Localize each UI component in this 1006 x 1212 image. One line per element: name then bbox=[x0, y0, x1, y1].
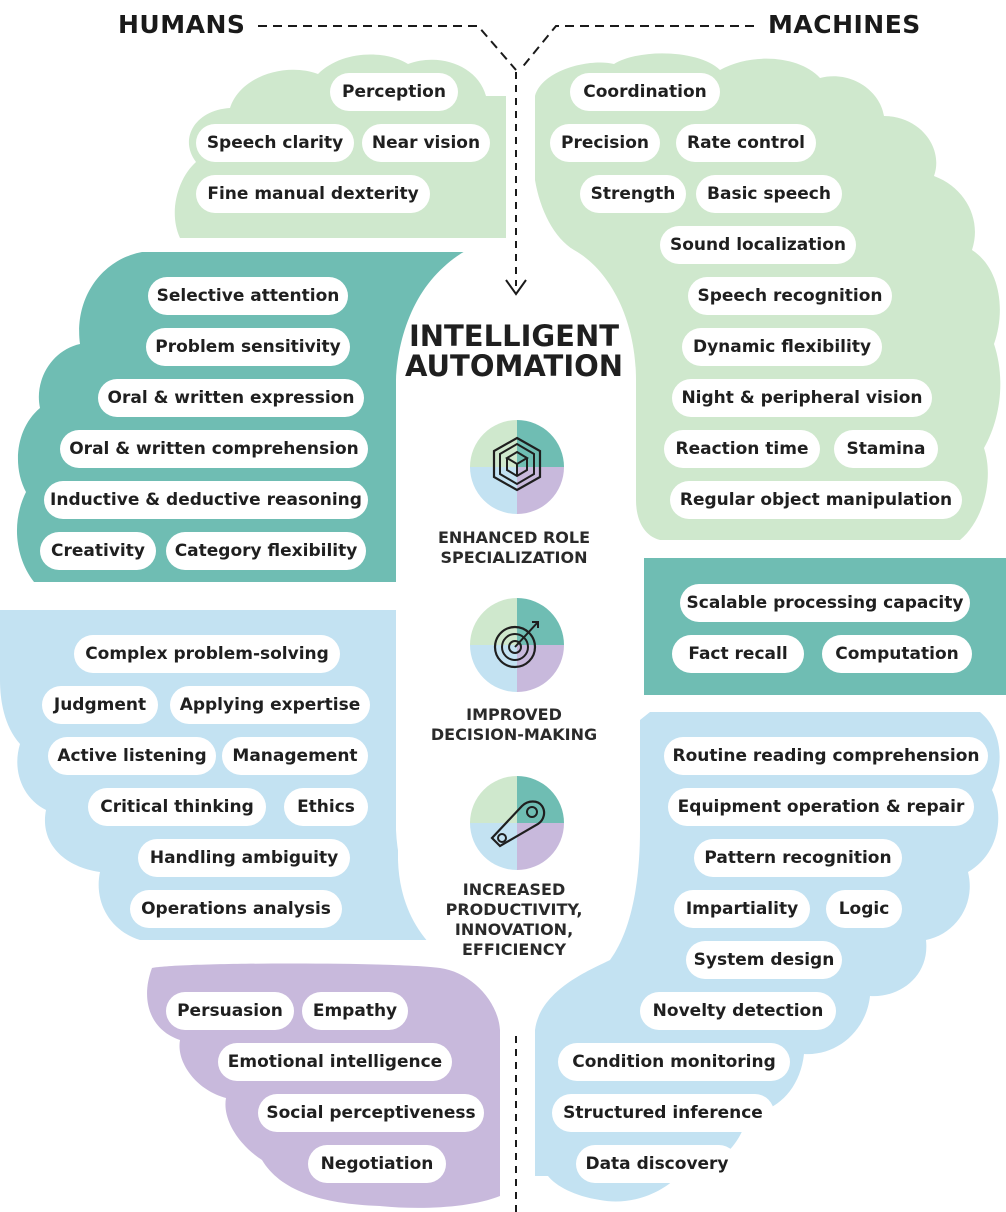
skill-pill: Persuasion bbox=[166, 992, 294, 1030]
skill-pill: System design bbox=[686, 941, 842, 979]
skill-pill: Novelty detection bbox=[640, 992, 836, 1030]
machines-connector-line bbox=[519, 25, 754, 71]
machines-processing-lobe bbox=[644, 558, 1006, 695]
skill-pill: Emotional intelligence bbox=[218, 1043, 452, 1081]
benefit-label: ENHANCED ROLE SPECIALIZATION bbox=[437, 528, 591, 567]
skill-pill: Speech recognition bbox=[688, 277, 892, 315]
skill-pill: Perception bbox=[330, 73, 458, 111]
skill-pill: Reaction time bbox=[664, 430, 820, 468]
skill-pill: Speech clarity bbox=[196, 124, 354, 162]
skill-pill: Scalable processing capacity bbox=[680, 584, 970, 622]
skill-pill: Active listening bbox=[48, 737, 216, 775]
skill-pill: Category flexibility bbox=[166, 532, 366, 570]
skill-pill: Oral & written comprehension bbox=[60, 430, 368, 468]
skill-pill: Condition monitoring bbox=[558, 1043, 790, 1081]
skill-pill: Negotiation bbox=[308, 1145, 446, 1183]
skill-pill: Dynamic flexibility bbox=[682, 328, 882, 366]
skill-pill: Selective attention bbox=[148, 277, 348, 315]
skill-pill: Oral & written expression bbox=[98, 379, 364, 417]
skill-pill: Ethics bbox=[284, 788, 368, 826]
center-title-line1: INTELLIGENT bbox=[408, 319, 620, 353]
skill-pill: Fine manual dexterity bbox=[196, 175, 430, 213]
skill-pill: Creativity bbox=[40, 532, 156, 570]
skill-pill: Complex problem-solving bbox=[74, 635, 340, 673]
target-icon bbox=[470, 598, 564, 692]
benefit-label: INCREASED PRODUCTIVITY, INNOVATION, EFFI… bbox=[445, 880, 583, 959]
skill-pill: Social perceptiveness bbox=[258, 1094, 484, 1132]
skill-pill: Computation bbox=[822, 635, 972, 673]
skill-pill: Basic speech bbox=[696, 175, 842, 213]
skill-pill: Structured inference bbox=[552, 1094, 774, 1132]
skill-pill: Pattern recognition bbox=[694, 839, 902, 877]
skill-pill: Management bbox=[222, 737, 368, 775]
skill-pill: Critical thinking bbox=[88, 788, 266, 826]
skill-pill: Applying expertise bbox=[170, 686, 370, 724]
skill-pill: Strength bbox=[580, 175, 686, 213]
skill-pill: Logic bbox=[826, 890, 902, 928]
skill-pill: Rate control bbox=[676, 124, 816, 162]
skill-pill: Regular object manipulation bbox=[670, 481, 962, 519]
humans-connector-line bbox=[258, 25, 517, 71]
skill-pill: Empathy bbox=[302, 992, 408, 1030]
machines-header: MACHINES bbox=[768, 10, 921, 39]
skill-pill: Night & peripheral vision bbox=[672, 379, 932, 417]
skill-pill: Inductive & deductive reasoning bbox=[44, 481, 368, 519]
skill-pill: Near vision bbox=[362, 124, 490, 162]
skill-pill: Handling ambiguity bbox=[138, 839, 350, 877]
skill-pill: Operations analysis bbox=[130, 890, 342, 928]
arrow-down-icon bbox=[505, 279, 527, 296]
skill-pill: Coordination bbox=[570, 73, 720, 111]
skill-pill: Equipment operation & repair bbox=[668, 788, 974, 826]
skill-pill: Judgment bbox=[42, 686, 158, 724]
center-title-line2: AUTOMATION bbox=[404, 349, 624, 383]
skill-pill: Routine reading comprehension bbox=[664, 737, 988, 775]
skill-pill: Data discovery bbox=[576, 1145, 738, 1183]
skill-pill: Fact recall bbox=[672, 635, 804, 673]
skill-pill: Precision bbox=[550, 124, 660, 162]
skill-pill: Sound localization bbox=[660, 226, 856, 264]
tag-flow-icon bbox=[470, 776, 564, 870]
cube-hexagon-icon bbox=[470, 420, 564, 514]
skill-pill: Impartiality bbox=[674, 890, 810, 928]
skill-pill: Stamina bbox=[834, 430, 938, 468]
humans-header: HUMANS bbox=[118, 10, 246, 39]
skill-pill: Problem sensitivity bbox=[146, 328, 350, 366]
benefit-label: IMPROVED DECISION-MAKING bbox=[430, 705, 598, 744]
